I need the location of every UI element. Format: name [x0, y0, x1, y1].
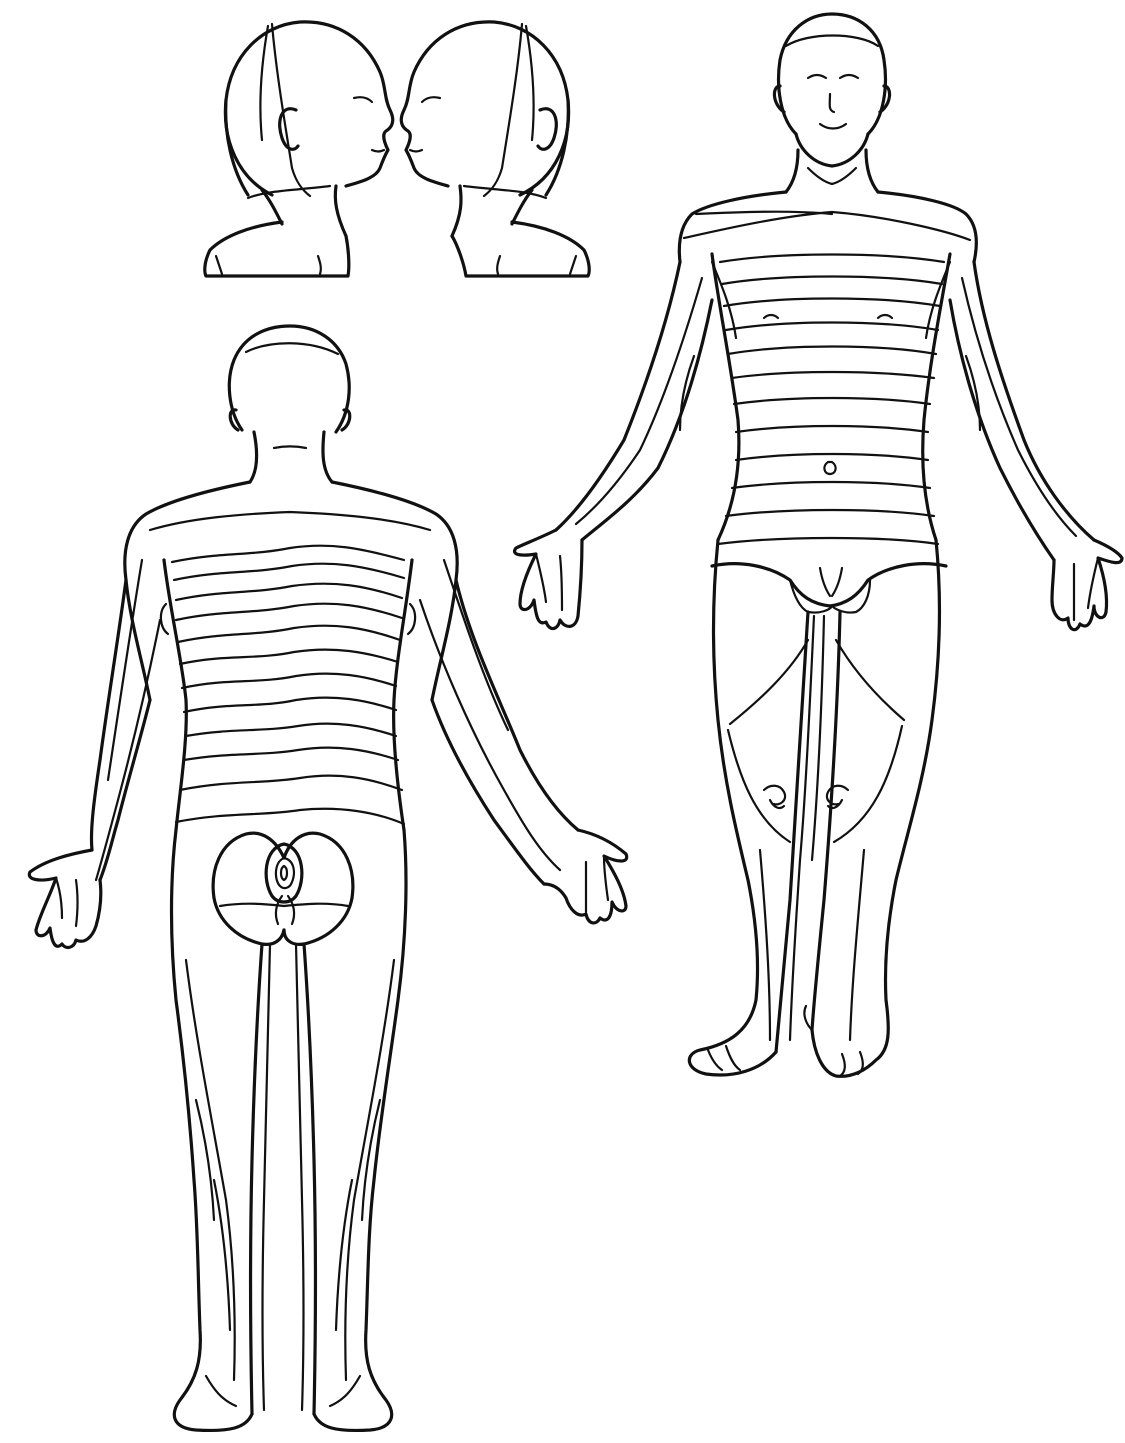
head-right-profile-icon: [205, 22, 393, 276]
body-anterior-icon: [515, 14, 1122, 1076]
head-left-profile-icon: [401, 22, 589, 276]
body-posterior-icon: [29, 326, 626, 1430]
